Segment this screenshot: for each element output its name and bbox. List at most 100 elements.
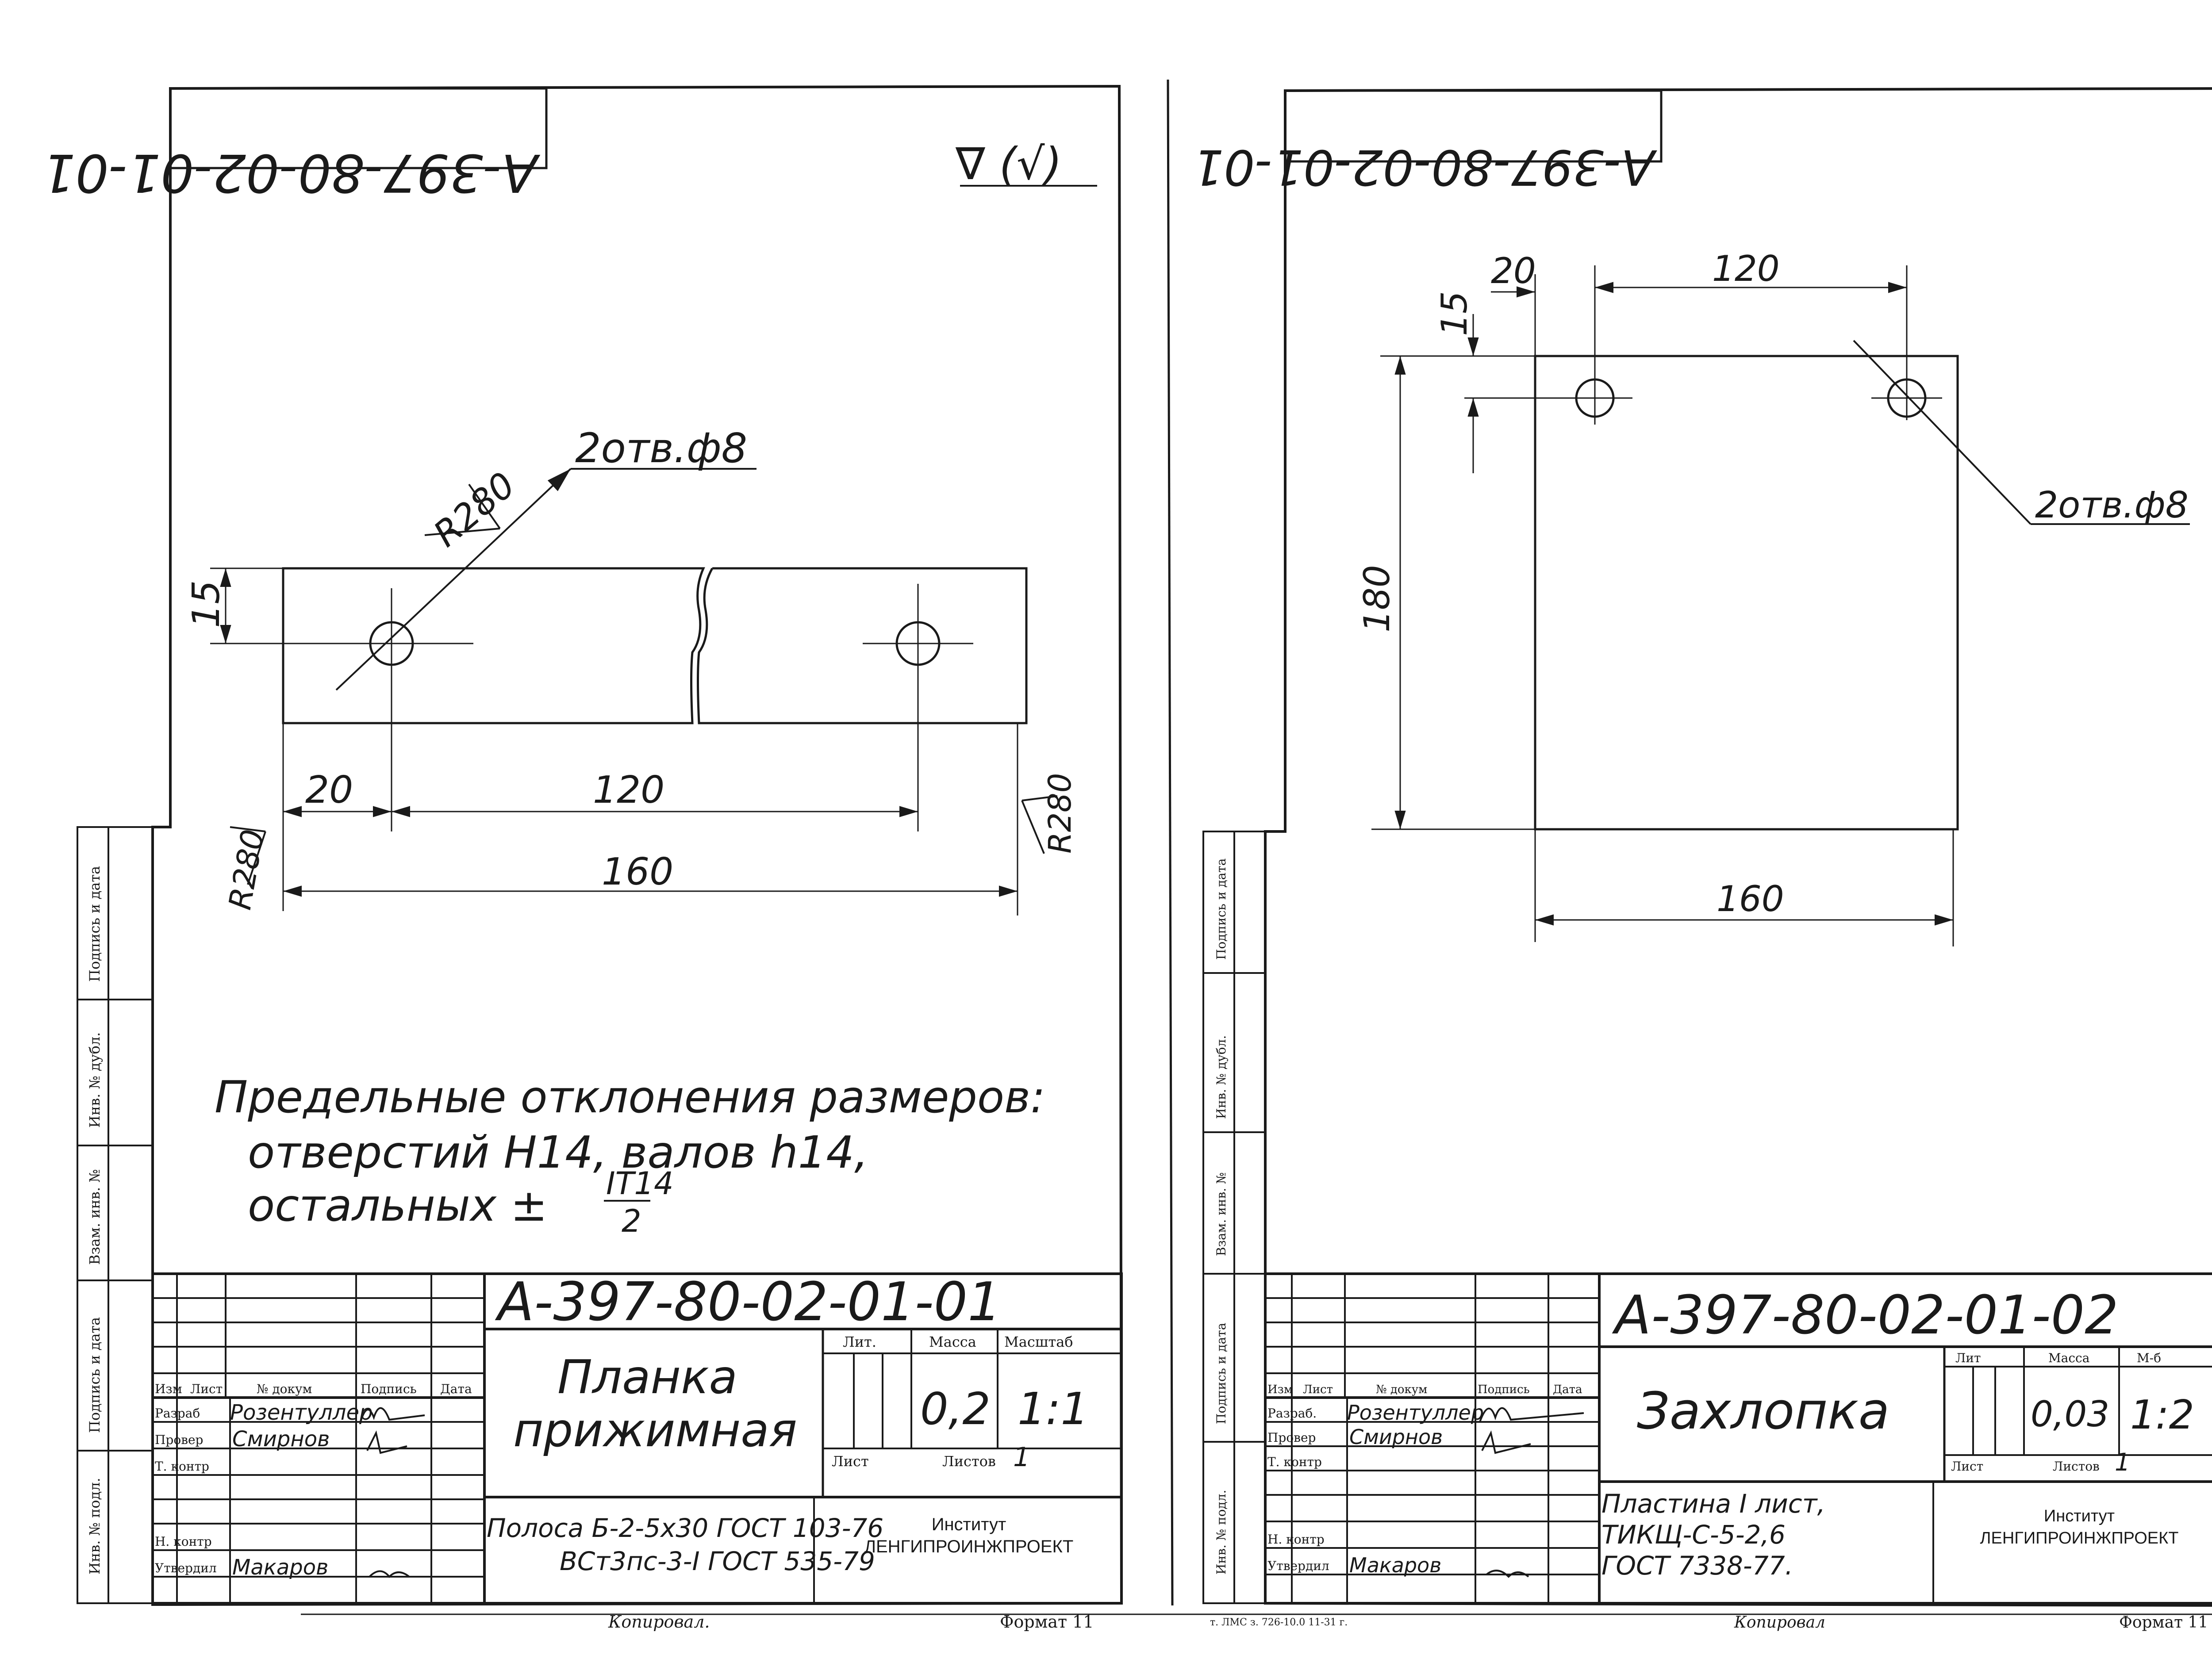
right-footer-copied: Копировал (1734, 1613, 1825, 1632)
right-dim-120: 120 (1712, 248, 1780, 289)
left-part-name-2: прижимная (513, 1403, 797, 1457)
left-sheet (77, 86, 1121, 1605)
left-signature-prover (367, 1433, 407, 1453)
left-institute-1: Институт (932, 1515, 1006, 1534)
right-frame (1265, 88, 2212, 1605)
left-side-3: Взам. инв. № (86, 1169, 103, 1265)
left-hole-leader (336, 469, 571, 690)
left-role-utverd: Утвердил (155, 1561, 217, 1575)
right-scale-value: 1:2 (2130, 1392, 2194, 1438)
left-part-outline (283, 568, 703, 723)
left-doc-code: А-397-80-02-01-01 (495, 1272, 1001, 1333)
right-holes-note: 2отв.ф8 (2035, 484, 2189, 526)
right-sheet (1203, 88, 2212, 1605)
right-dim-20: 20 (1491, 250, 1536, 291)
left-footer-format: Формат 11 (1000, 1612, 1094, 1632)
right-hdr-list: Лист (1303, 1383, 1333, 1396)
right-side-3: Взам. инв. № (1214, 1172, 1229, 1256)
left-radius-label: R280 (426, 464, 522, 555)
left-hdr-list: Лист (190, 1382, 223, 1396)
left-side-2: Подпись и дата (86, 1317, 103, 1433)
left-sheets-value: 1 (1013, 1442, 1030, 1473)
left-role-prover: Провер (155, 1433, 203, 1447)
left-role-tkontr: Т. контр (155, 1459, 209, 1474)
right-side-5: Подпись и дата (1214, 858, 1229, 960)
left-part-name-1: Планка (557, 1350, 737, 1404)
right-name-prover: Смирнов (1349, 1425, 1443, 1449)
right-side-strip (1203, 831, 1265, 1603)
right-role-utverd: Утвердил (1267, 1559, 1329, 1573)
right-dim-15: 15 (1434, 291, 1475, 336)
right-material-2: ТИКЩ-С-5-2,6 (1601, 1520, 1786, 1550)
left-role-razrab: Разраб (155, 1406, 200, 1421)
left-side-4: Инв. № дубл. (86, 1032, 103, 1128)
left-dim-r280-left: R280 (222, 827, 271, 912)
sheet-divider (1168, 80, 1172, 1605)
right-sheet-label: Лист (1951, 1459, 1983, 1474)
right-part-name: Захлопка (1637, 1382, 1889, 1441)
left-sheet-label: Лист (832, 1453, 869, 1470)
left-mass-value: 0,2 (920, 1383, 991, 1435)
left-col-mass: Масса (929, 1333, 976, 1350)
left-side-1: Инв. № подл. (86, 1478, 103, 1574)
right-institute-2: ЛЕНГИПРОИНЖПРОЕКТ (1980, 1529, 2179, 1548)
left-role-nkontr: Н. контр (155, 1534, 212, 1549)
left-material-2: ВСт3пс-3-I ГОСТ 535-79 (560, 1546, 875, 1576)
right-signature-utverd (1486, 1571, 1528, 1577)
right-hdr-doc: № докум (1376, 1383, 1427, 1396)
left-name-razrab: Розентуллер (230, 1400, 373, 1425)
right-sheets-label: Листов (2053, 1459, 2100, 1474)
left-side-5: Подпись и дата (86, 866, 103, 982)
right-mass-value: 0,03 (2031, 1394, 2109, 1435)
right-sheets-value: 1 (2115, 1448, 2130, 1476)
right-hole-leader (1854, 341, 2031, 524)
right-col-scale: М-б (2137, 1351, 2161, 1365)
left-side-strip (77, 827, 153, 1603)
left-roughness-mark: ∇ (√) (955, 138, 1062, 190)
right-material-1: Пластина I лист, (1601, 1489, 1825, 1519)
right-name-razrab: Розентуллер (1347, 1401, 1484, 1425)
right-footer-print: т. ЛМС з. 726-10.0 11-31 г. (1210, 1617, 1348, 1628)
right-material-3: ГОСТ 7338-77. (1601, 1551, 1793, 1581)
right-dim-160: 160 (1717, 878, 1784, 919)
left-name-utverd: Макаров (232, 1555, 328, 1580)
right-role-prover: Провер (1267, 1430, 1316, 1445)
right-role-tkontr: Т. контр (1267, 1455, 1322, 1469)
left-tolerance-line2: отверстий H14, валов h14, (248, 1126, 868, 1178)
right-footer-format: Формат 11 (2119, 1613, 2208, 1632)
right-hdr-izm: Изм (1267, 1383, 1293, 1396)
left-dim-20: 20 (305, 768, 353, 812)
right-title-block (1265, 1274, 2212, 1603)
left-hdr-izm: Изм (155, 1382, 182, 1396)
left-col-scale: Масштаб (1004, 1333, 1073, 1350)
left-dim-r280-right: R280 (1042, 773, 1078, 854)
left-hdr-sign: Подпись (361, 1382, 417, 1396)
right-stamp-code: А-397-80-02-01-01 (1193, 139, 1657, 195)
right-col-lit: Лит (1955, 1351, 1981, 1365)
left-tolerance-line1: Предельные отклонения размеров: (215, 1071, 1045, 1123)
left-tolerance-frac-top: IT14 (606, 1165, 673, 1202)
right-signature-prover (1482, 1433, 1531, 1453)
left-dim-120: 120 (593, 768, 664, 812)
left-col-lit: Лит. (843, 1333, 876, 1350)
right-name-utverd: Макаров (1349, 1553, 1441, 1577)
left-signature-razrab (361, 1408, 425, 1422)
left-signature-utverd (369, 1571, 409, 1577)
left-stamp-code: А-397-80-02-01-01 (42, 142, 541, 203)
right-institute-1: Институт (2044, 1507, 2115, 1525)
right-side-1: Инв. № подл. (1214, 1490, 1229, 1575)
left-hdr-date: Дата (440, 1382, 472, 1396)
right-stamp-box (1285, 91, 1661, 161)
right-role-razrab: Разраб. (1267, 1406, 1317, 1421)
right-hdr-sign: Подпись (1478, 1383, 1530, 1396)
right-role-nkontr: Н. контр (1267, 1532, 1325, 1547)
left-tolerance-line3: остальных ± (248, 1180, 548, 1231)
right-side-4: Инв. № дубл. (1214, 1035, 1229, 1119)
left-footer-copied: Копировал. (608, 1612, 710, 1632)
left-sheets-label: Листов (942, 1453, 996, 1470)
left-material-1: Полоса Б-2-5х30 ГОСТ 103-76 (487, 1513, 883, 1543)
right-hdr-date: Дата (1553, 1383, 1582, 1396)
right-side-2: Подпись и дата (1214, 1323, 1229, 1424)
left-stamp-box (170, 88, 546, 168)
